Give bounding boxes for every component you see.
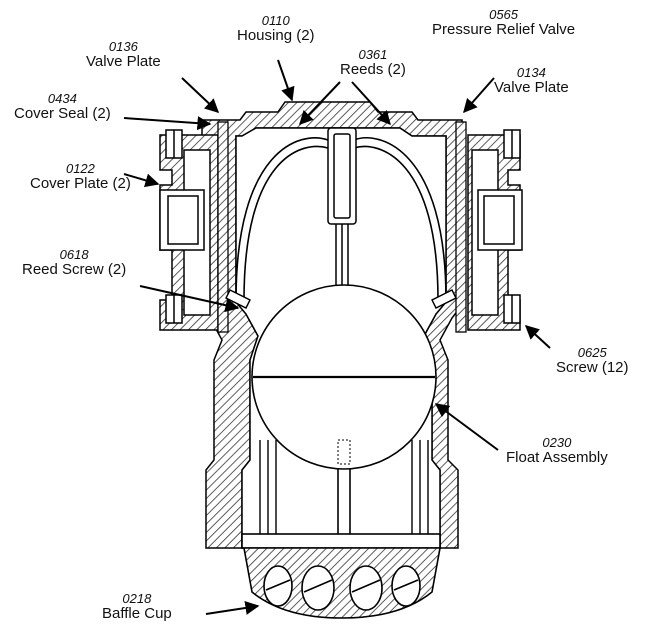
cover-seal-number: 0434: [47, 91, 77, 106]
label-pressure-relief-valve: 0565 Pressure Relief Valve: [432, 7, 576, 39]
baffle-cup-name: Baffle Cup: [102, 605, 172, 623]
label-cover-plate: 0122 Cover Plate (2): [30, 161, 131, 193]
label-baffle-cup: 0218 Baffle Cup: [102, 591, 172, 623]
label-valve-plate-right: 0134 Valve Plate: [494, 65, 569, 97]
valve-plate-left-name: Valve Plate: [86, 53, 161, 71]
valve-plate-right-name: Valve Plate: [494, 79, 569, 97]
label-reed-screw: 0618 Reed Screw (2): [22, 247, 127, 279]
screw-name: Screw (12): [556, 359, 629, 377]
valve-plates: [217, 121, 467, 333]
guide-rods: [259, 440, 429, 548]
reeds-name: Reeds (2): [340, 61, 406, 79]
screw-number: 0625: [577, 345, 607, 360]
cover-plate-right: [467, 129, 523, 331]
label-housing: 0110 Housing (2): [237, 13, 315, 45]
reeds: [235, 137, 447, 301]
baffle-cup-part: [241, 533, 441, 619]
valve-plate-right-number: 0134: [516, 65, 546, 80]
leader-arrows: [123, 59, 551, 615]
reeds-number: 0361: [358, 47, 388, 62]
housing-number: 0110: [261, 13, 290, 28]
label-reeds: 0361 Reeds (2): [340, 47, 406, 79]
float-assembly-name: Float Assembly: [506, 449, 608, 467]
baffle-cup-number: 0218: [122, 591, 152, 606]
label-valve-plate-left: 0136 Valve Plate: [86, 39, 161, 71]
label-cover-seal: 0434 Cover Seal (2): [14, 91, 111, 123]
pressure-relief-valve-name: Pressure Relief Valve: [432, 21, 576, 39]
reed-screw-number: 0618: [59, 247, 89, 262]
label-float-assembly: 0230 Float Assembly: [506, 435, 608, 467]
float-assembly-number: 0230: [542, 435, 572, 450]
cover-plate-name: Cover Plate (2): [30, 175, 131, 193]
float-assembly-part: [251, 284, 437, 548]
pressure-relief-valve-number: 0565: [489, 7, 519, 22]
valve-plate-left-number: 0136: [108, 39, 138, 54]
reed-screw-name: Reed Screw (2): [22, 261, 127, 279]
cover-plate-number: 0122: [65, 161, 95, 176]
cover-plate-left: [159, 129, 219, 331]
label-screw: 0625 Screw (12): [556, 345, 629, 377]
housing-name: Housing (2): [237, 27, 315, 45]
cover-seal-name: Cover Seal (2): [14, 105, 111, 123]
pressure-relief-valve-part: [327, 127, 357, 290]
